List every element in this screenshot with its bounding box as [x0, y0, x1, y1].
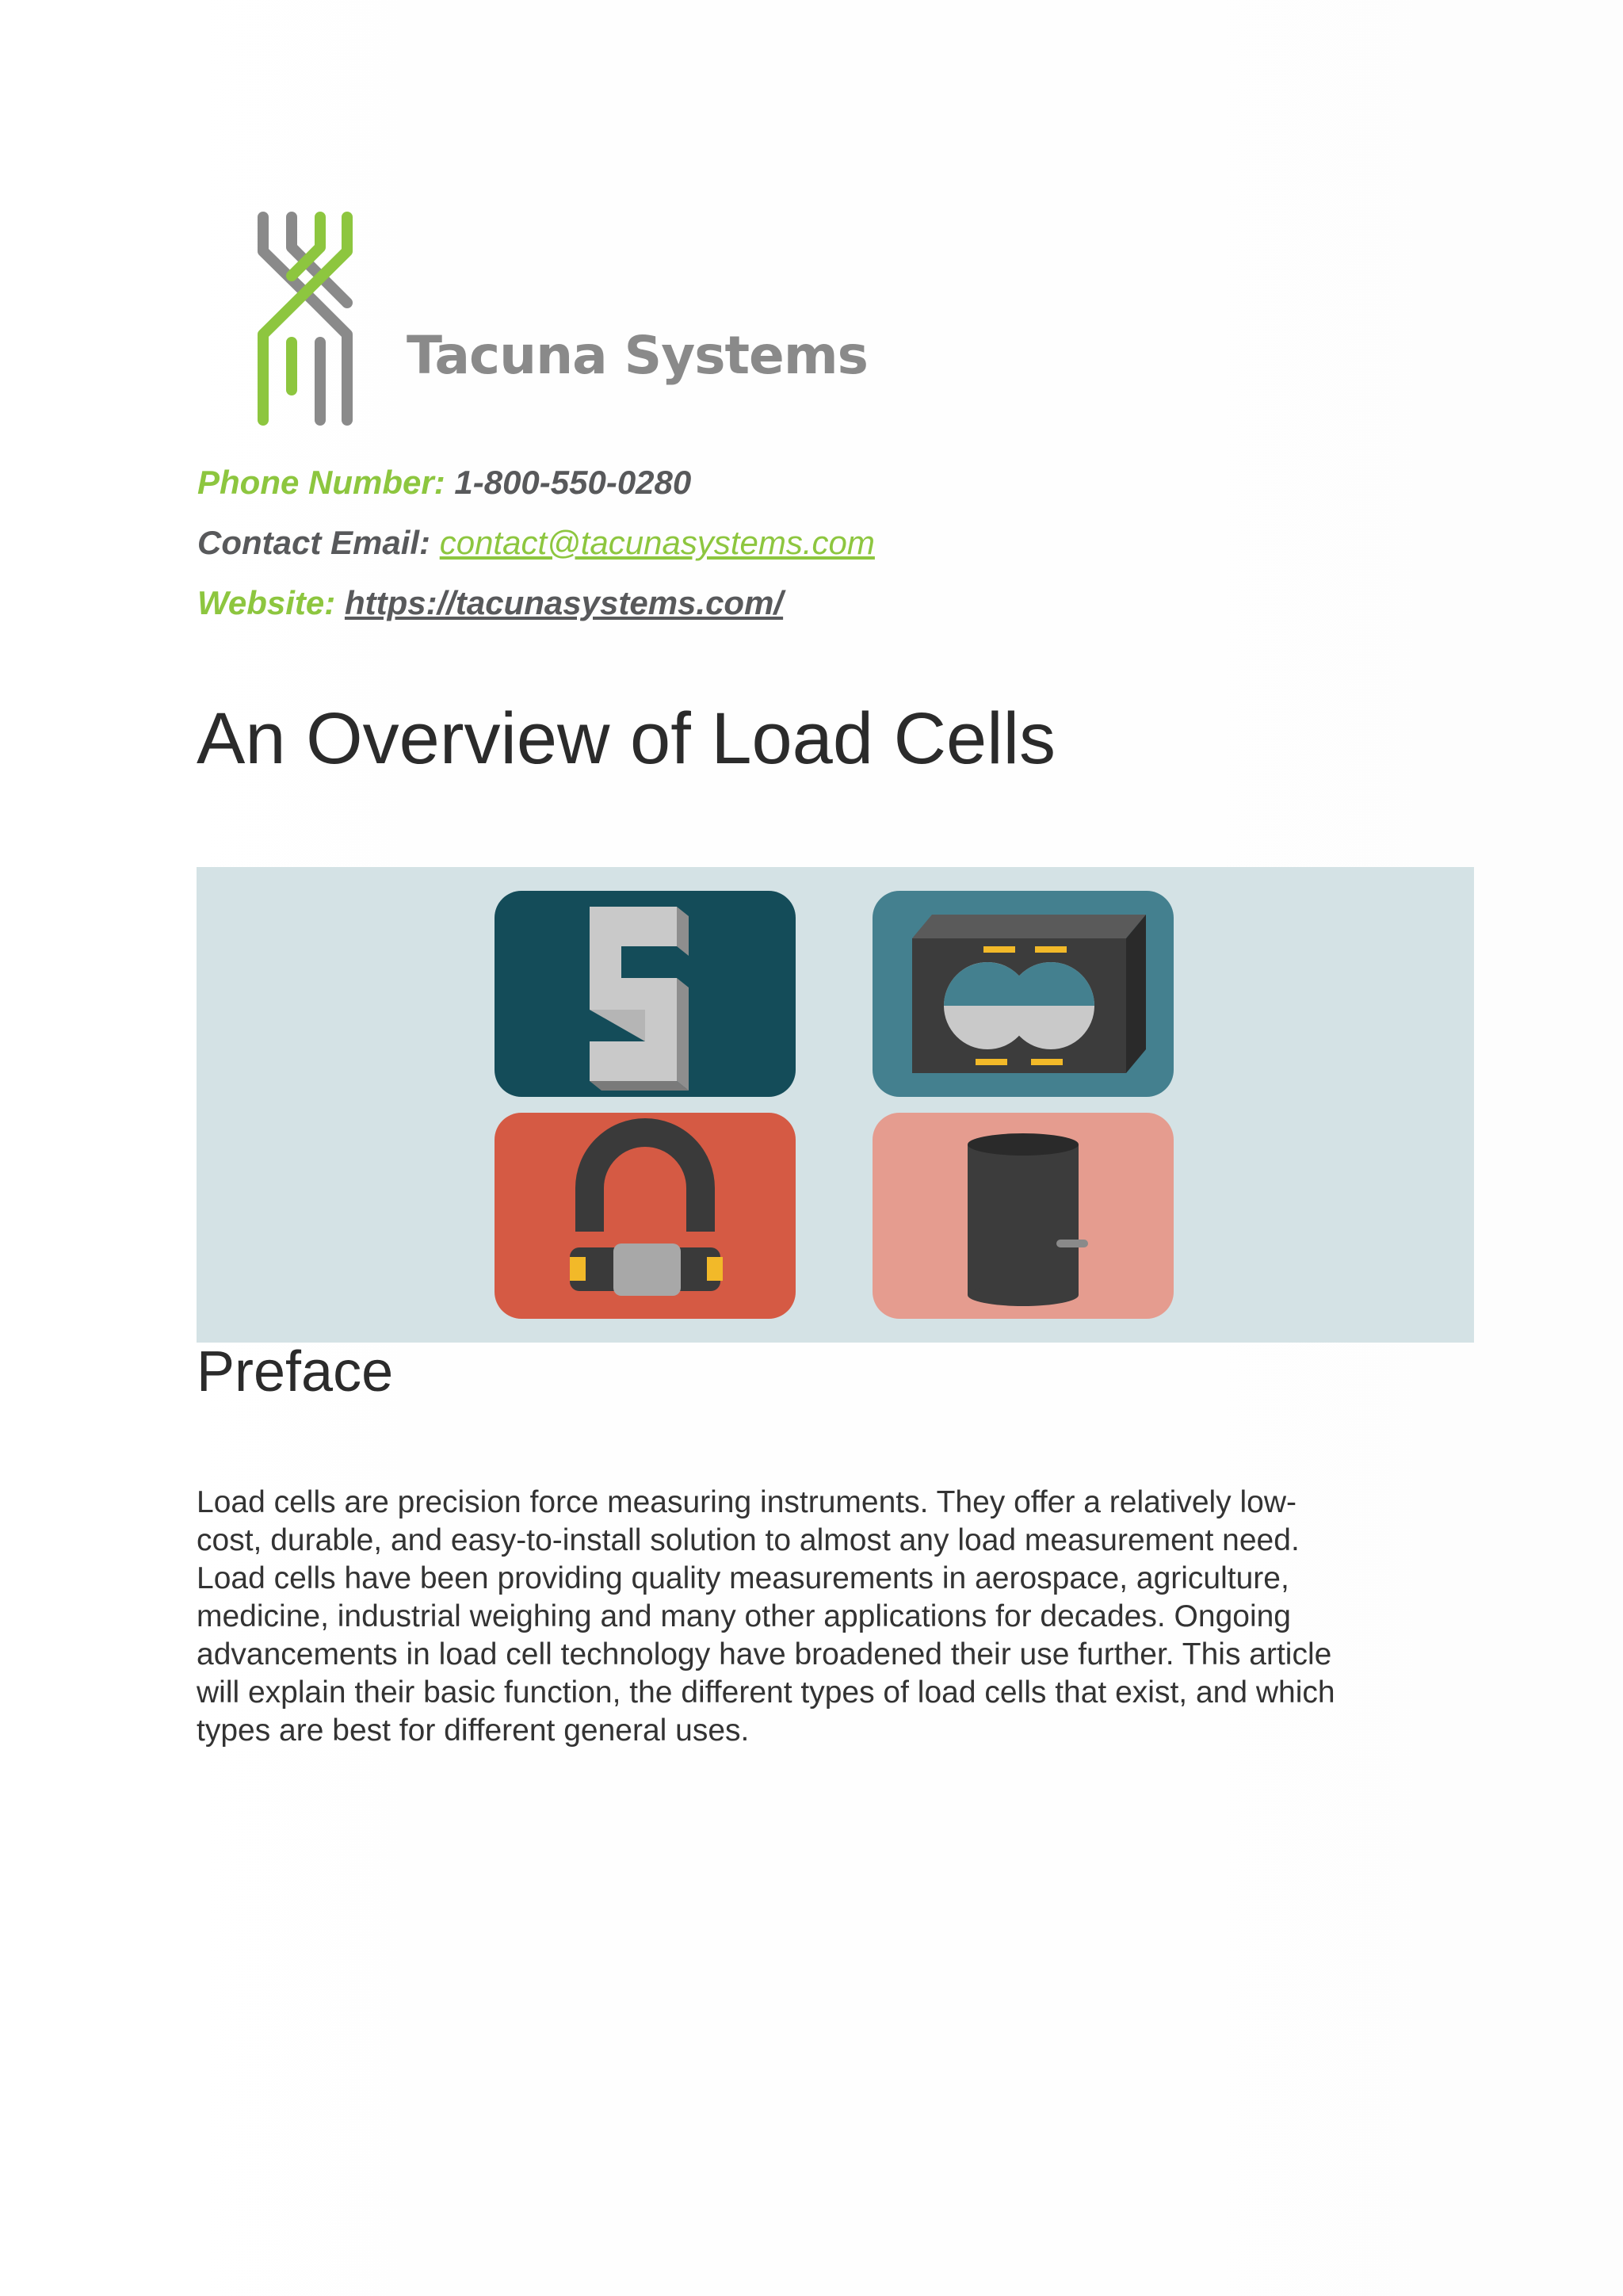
paragraph-line: will explain their basic function, the d…: [197, 1675, 1335, 1710]
website-line: Website: https://tacunasystems.com/: [197, 579, 875, 639]
website-link[interactable]: https://tacunasystems.com/: [344, 584, 784, 621]
document-title: An Overview of Load Cells: [197, 698, 1056, 779]
email-label: Contact Email:: [197, 524, 431, 561]
paragraph-line: Load cells are precision force measuring…: [197, 1485, 1297, 1519]
email-line: Contact Email: contact@tacunasystems.com: [197, 518, 875, 579]
email-link[interactable]: contact@tacunasystems.com: [439, 524, 875, 561]
contact-block: Phone Number: 1-800-550-0280 Contact Ema…: [197, 458, 875, 639]
paragraph-line: advancements in load cell technology hav…: [197, 1637, 1332, 1671]
load-cell-banner: [197, 867, 1474, 1343]
canister-load-cell-icon: [968, 1133, 1088, 1306]
tacuna-logo-icon: [258, 212, 353, 426]
paragraph-line: types are best for different general use…: [197, 1713, 750, 1748]
phone-line: Phone Number: 1-800-550-0280: [197, 458, 875, 518]
phone-label: Phone Number:: [197, 464, 445, 501]
logo-wordmark: Tacuna Systems: [407, 325, 869, 386]
tile-s-type: [495, 891, 796, 1097]
tile-canister: [873, 1113, 1174, 1319]
s-type-load-cell-icon: [590, 907, 689, 1091]
paragraph-line: cost, durable, and easy-to-install solut…: [197, 1523, 1300, 1557]
tile-shackle: [495, 1113, 796, 1319]
double-beam-load-cell-icon: [912, 915, 1146, 1073]
company-logo: Tacuna Systems: [252, 208, 886, 430]
tile-double-beam: [873, 891, 1174, 1097]
section-heading: Preface: [197, 1340, 394, 1404]
website-label: Website:: [197, 584, 336, 621]
paragraph-line: Load cells have been providing quality m…: [197, 1561, 1289, 1595]
paragraph-line: medicine, industrial weighing and many o…: [197, 1599, 1291, 1633]
shackle-load-cell-icon: [570, 1118, 723, 1296]
preface-paragraph: Load cells are precision force measuring…: [197, 1484, 1480, 1750]
phone-number: 1-800-550-0280: [454, 464, 692, 501]
